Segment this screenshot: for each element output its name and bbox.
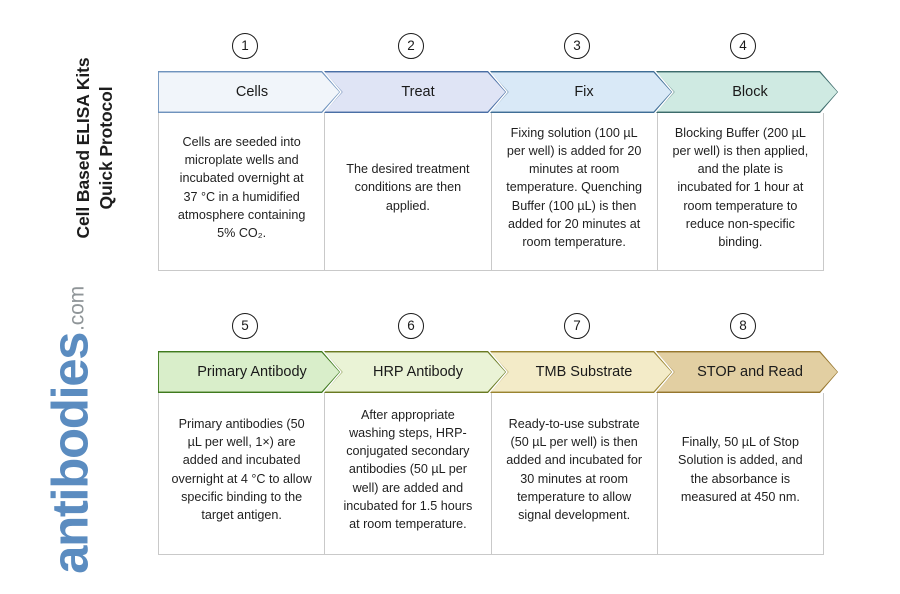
chevron-label: TMB Substrate [535, 364, 633, 380]
chevron-label: Primary Antibody [197, 364, 307, 380]
step-number-badge: 1 [232, 33, 258, 59]
description-text: Blocking Buffer (200 µL per well) is the… [672, 126, 809, 249]
chevron-step-5[interactable]: Primary Antibody [158, 351, 340, 393]
chevron-step-3[interactable]: Fix [490, 71, 672, 113]
description-text: Primary antibodies (50 µL per well, 1×) … [171, 417, 312, 522]
chevron-fill [325, 352, 506, 391]
description-text: The desired treatment conditions are the… [346, 162, 470, 213]
chevron-fill [491, 352, 672, 391]
description-cell: The desired treatment conditions are the… [325, 113, 492, 270]
protocol-row-2: 5 6 7 8 Primary Antibody HRP Antibody TM… [158, 313, 840, 555]
chevron-label: Cells [235, 84, 269, 100]
step-number-badge: 3 [564, 33, 590, 59]
protocol-row-1: 1 2 3 4 Cells Treat Fix Block Cells are … [158, 33, 840, 271]
description-text: Fixing solution (100 µL per well) is add… [506, 126, 643, 249]
description-cell: Cells are seeded into microplate wells a… [159, 113, 326, 270]
step-number-badge: 7 [564, 313, 590, 339]
chevron-band-1: Cells Treat Fix Block [158, 71, 840, 113]
chevron-fill [159, 72, 340, 111]
description-cell: Ready-to-use substrate (50 µL per well) … [492, 393, 658, 554]
chevron-fill [325, 72, 506, 111]
chevron-step-1[interactable]: Cells [158, 71, 340, 113]
chevron-label: HRP Antibody [372, 364, 463, 380]
logo-wordmark: antibodies [41, 332, 99, 574]
description-cell: Finally, 50 µL of Stop Solution is added… [658, 393, 823, 554]
chevron-label: STOP and Read [697, 364, 803, 380]
step-number-badge: 4 [730, 33, 756, 59]
chevron-step-7[interactable]: TMB Substrate [490, 351, 672, 393]
step-number-badge: 2 [398, 33, 424, 59]
description-cell: After appropriate washing steps, HRP-con… [325, 393, 492, 554]
chevron-band-2: Primary Antibody HRP Antibody TMB Substr… [158, 351, 840, 393]
description-boxes-1: Cells are seeded into microplate wells a… [158, 113, 824, 271]
chevron-step-8[interactable]: STOP and Read [656, 351, 838, 393]
description-text: After appropriate washing steps, HRP-con… [343, 408, 473, 531]
antibodies-logo[interactable]: antibodies .com [8, 280, 134, 580]
chevron-label: Treat [401, 84, 435, 100]
chevron-fill [657, 72, 838, 111]
chevron-fill [657, 352, 838, 391]
description-boxes-2: Primary antibodies (50 µL per well, 1×) … [158, 393, 824, 555]
description-cell: Blocking Buffer (200 µL per well) is the… [658, 113, 823, 270]
step-number-strip-1: 1 2 3 4 [158, 33, 824, 71]
page-title-line-1: Cell Based ELISA Kits [72, 56, 93, 239]
step-number-badge: 8 [730, 313, 756, 339]
description-cell: Primary antibodies (50 µL per well, 1×) … [159, 393, 326, 554]
step-number-badge: 5 [232, 313, 258, 339]
step-number-strip-2: 5 6 7 8 [158, 313, 824, 351]
description-cell: Fixing solution (100 µL per well) is add… [492, 113, 658, 270]
description-text: Cells are seeded into microplate wells a… [177, 135, 306, 240]
chevron-label: Block [732, 84, 768, 100]
chevron-fill [159, 352, 340, 391]
description-text: Ready-to-use substrate (50 µL per well) … [506, 417, 643, 522]
logo-tld: .com [65, 286, 89, 331]
chevron-step-4[interactable]: Block [656, 71, 838, 113]
chevron-step-2[interactable]: Treat [324, 71, 506, 113]
chevron-fill [491, 72, 672, 111]
page-title-line-2: Quick Protocol [96, 85, 116, 210]
chevron-step-6[interactable]: HRP Antibody [324, 351, 506, 393]
step-number-badge: 6 [398, 313, 424, 339]
chevron-label: Fix [574, 84, 594, 100]
description-text: Finally, 50 µL of Stop Solution is added… [678, 435, 803, 504]
page-title: Cell Based ELISA Kits Quick Protocol [68, 25, 122, 270]
